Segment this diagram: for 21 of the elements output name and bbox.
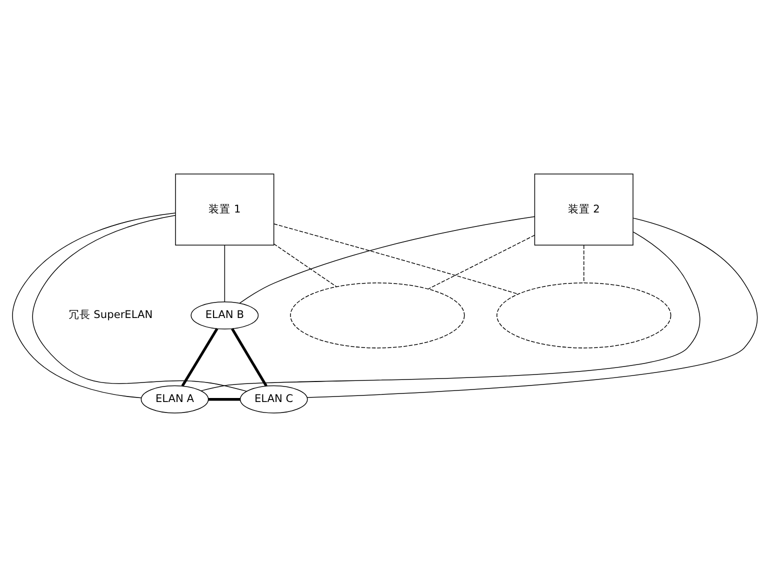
node-ellipse <box>496 282 672 348</box>
connector <box>12 212 176 398</box>
node-box: 装置 1 <box>175 174 274 246</box>
connector <box>274 224 518 294</box>
node-ellipse: ELAN A <box>140 385 209 414</box>
connector <box>181 328 218 387</box>
connector <box>273 244 337 287</box>
connector <box>583 244 584 284</box>
label: 冗長 SuperELAN <box>68 309 153 322</box>
node-ellipse <box>290 282 465 348</box>
connector <box>208 398 240 401</box>
connector <box>231 328 268 387</box>
node-ellipse: ELAN C <box>240 385 308 414</box>
connector <box>239 216 535 304</box>
node-ellipse: ELAN B <box>190 301 259 330</box>
connector <box>428 234 536 290</box>
connector <box>224 244 226 302</box>
connector <box>32 214 248 392</box>
connector <box>200 232 700 392</box>
node-box: 装置 2 <box>534 174 634 246</box>
connector <box>306 218 758 398</box>
